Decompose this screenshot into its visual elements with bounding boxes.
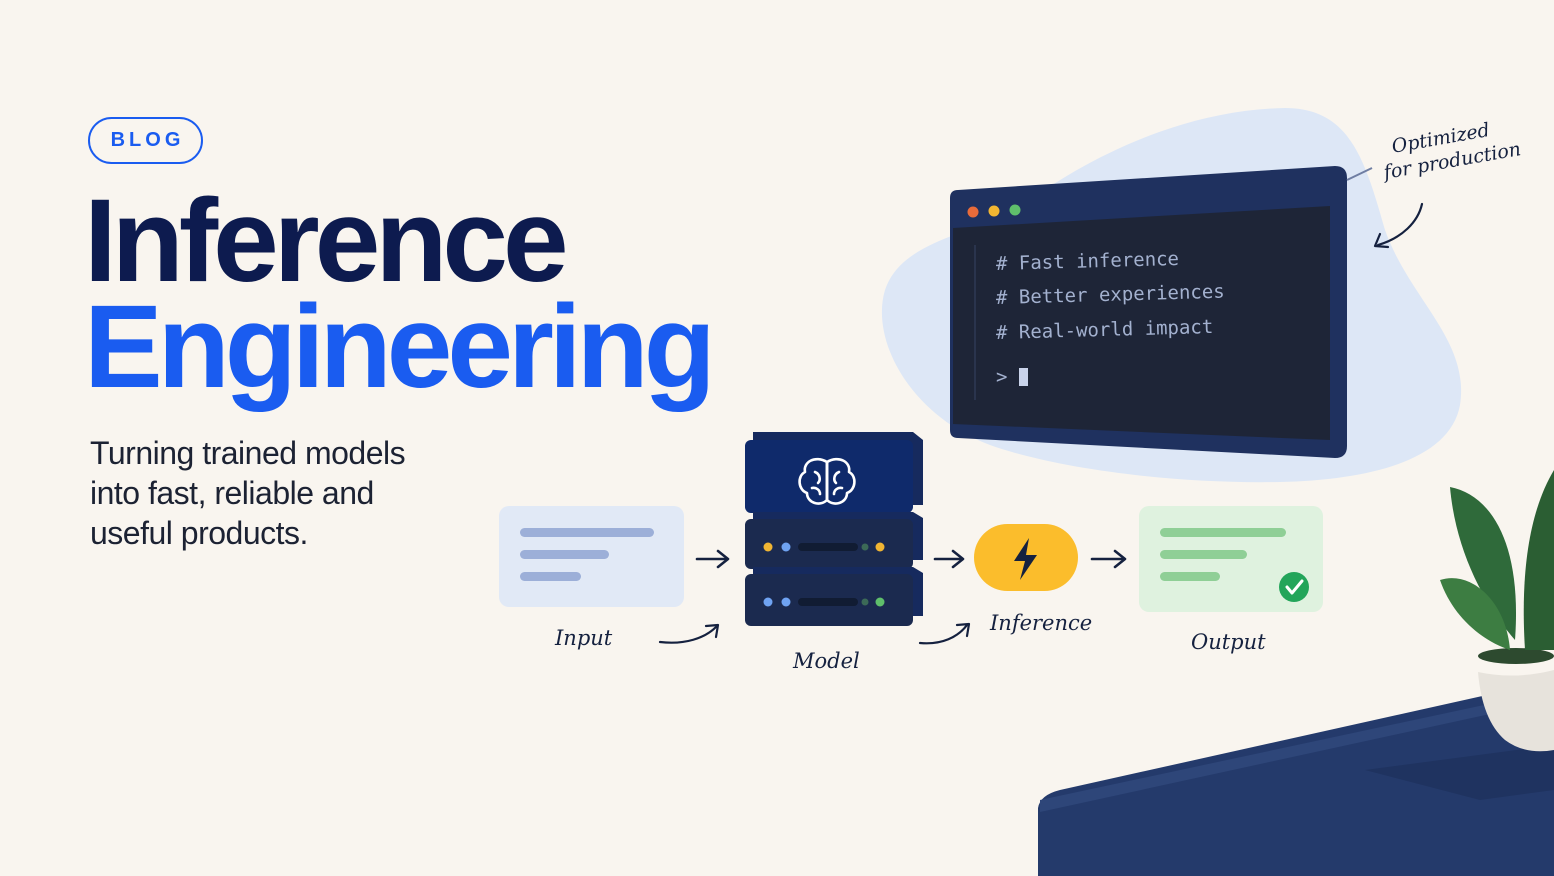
subtitle-line-2: into fast, reliable and	[90, 475, 374, 511]
model-server-stack	[745, 432, 923, 626]
lightning-icon	[1014, 538, 1037, 580]
output-label: Output	[1191, 630, 1266, 654]
terminal-screen	[953, 206, 1330, 440]
arrow-right-icon	[933, 549, 965, 569]
output-card	[1139, 506, 1323, 612]
input-card	[499, 506, 684, 607]
arrow-right-icon	[695, 549, 730, 569]
curved-arrow-icon	[918, 622, 971, 645]
desk	[1038, 680, 1554, 876]
terminal-dot-red	[967, 206, 979, 218]
terminal-dot-green	[1009, 204, 1021, 216]
blog-badge: BLOG	[88, 117, 203, 164]
terminal-prompt: >	[996, 366, 1008, 388]
plant-icon	[1440, 470, 1554, 752]
page-title-line-2: Engineering	[84, 281, 716, 413]
check-icon	[1285, 579, 1304, 595]
page-title-line-1: Inference	[84, 175, 569, 307]
arrow-head	[1373, 232, 1390, 249]
subtitle-line-3: useful products.	[90, 515, 308, 551]
subtitle-line-1: Turning trained models	[90, 435, 406, 471]
arrow-right-icon	[1090, 549, 1127, 569]
terminal-dot-yellow	[988, 205, 1000, 217]
brain-icon	[798, 457, 856, 505]
subtitle: Turning trained models into fast, reliab…	[90, 433, 510, 553]
terminal-cursor	[1019, 368, 1028, 386]
inference-label: Inference	[990, 611, 1093, 635]
model-label: Model	[793, 649, 860, 673]
input-label: Input	[555, 626, 613, 650]
annotation-connector	[1346, 167, 1373, 181]
check-badge	[1279, 572, 1309, 602]
terminal-window	[950, 166, 1347, 458]
curved-arrow-icon	[1376, 202, 1424, 247]
curved-arrow-icon	[658, 623, 720, 644]
